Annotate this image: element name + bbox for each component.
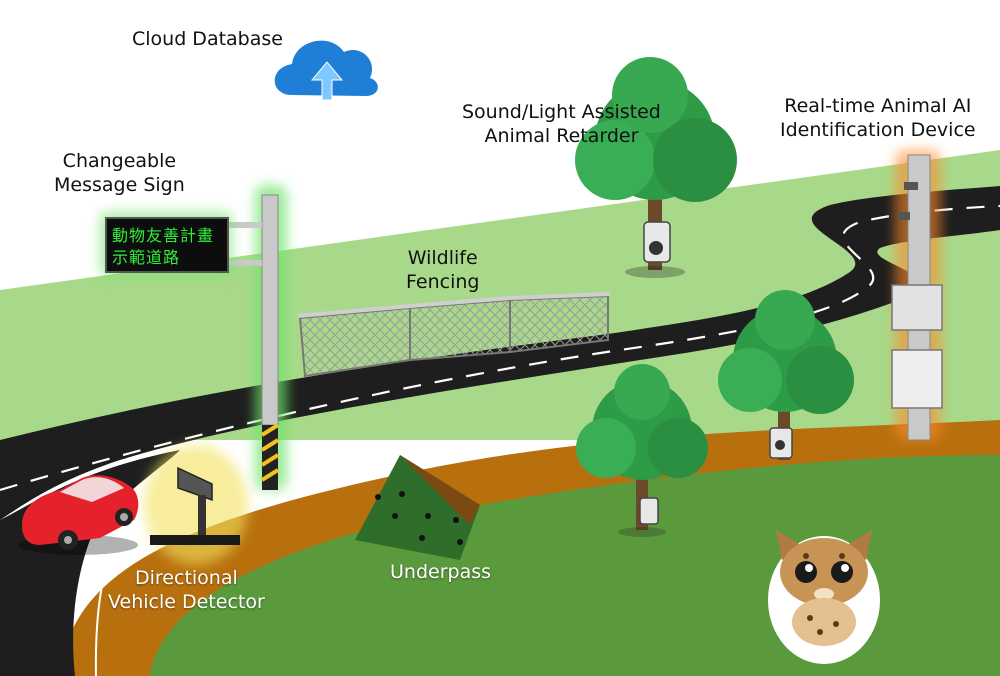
ai-device-label: Real-time Animal AI Identification Devic…: [780, 94, 976, 142]
wildlife-fence: [297, 292, 611, 378]
sign-line-1: 動物友善計畫: [112, 226, 214, 245]
tree-middle-right: [718, 290, 854, 460]
message-sign-label: Changeable Message Sign: [54, 149, 185, 197]
sound-light-line-1: Sound/Light Assisted: [462, 101, 661, 123]
underpass-mound: [355, 455, 480, 560]
ai-device-line-1: Real-time Animal AI: [784, 95, 972, 117]
message-sign-line-1: Changeable: [62, 150, 177, 172]
underpass-label: Underpass: [390, 561, 492, 583]
paw-print-icon: [375, 491, 463, 545]
leopard-cat-icon: [768, 530, 880, 664]
tree-middle-left: [576, 364, 708, 537]
vehicle-detector-line-1: Directional: [135, 567, 238, 589]
wildlife-fencing-line-1: Wildlife: [407, 247, 478, 269]
ai-device-line-2: Identification Device: [780, 119, 976, 141]
sound-light-line-2: Animal Retarder: [484, 125, 639, 147]
wildlife-fencing-line-2: Fencing: [406, 271, 480, 293]
vehicle-detector-label: Directional Vehicle Detector: [108, 566, 265, 614]
sound-light-retarder-label: Sound/Light Assisted Animal Retarder: [462, 100, 661, 148]
wildlife-fencing-label: Wildlife Fencing: [406, 246, 479, 294]
ai-identification-pole: [891, 150, 943, 441]
vehicle-detector-line-2: Vehicle Detector: [108, 591, 265, 613]
cloud-upload-icon: [274, 40, 378, 101]
sign-line-2: 示範道路: [112, 248, 180, 267]
vehicle-detector: [144, 445, 248, 565]
message-sign-line-2: Message Sign: [54, 174, 185, 196]
message-sign-structure: 動物友善計畫 示範道路: [100, 185, 287, 490]
car-icon: [18, 475, 139, 555]
cloud-database-label: Cloud Database: [132, 28, 283, 50]
tree-top: [575, 57, 737, 278]
